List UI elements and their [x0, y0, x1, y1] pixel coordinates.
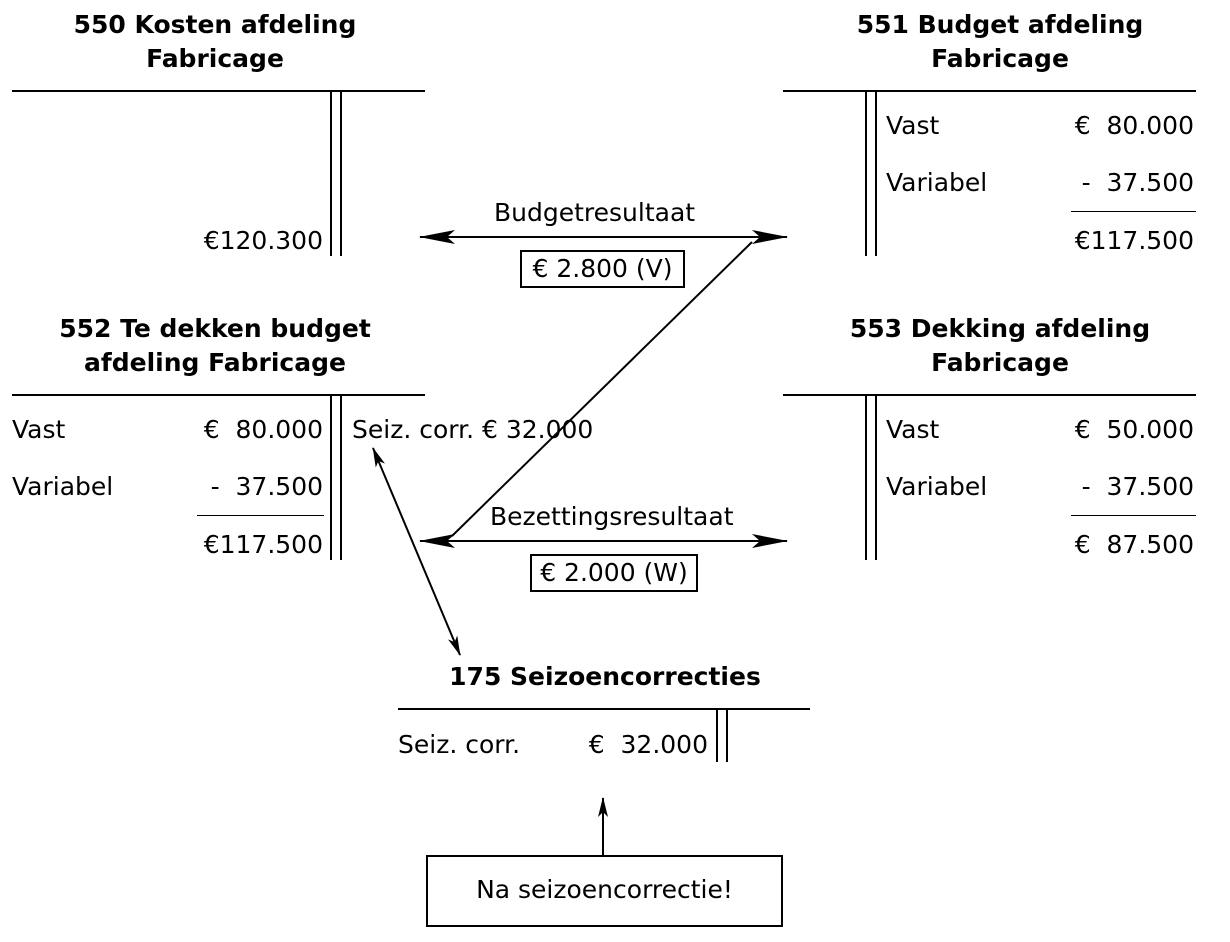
- account-175-top-rule: [398, 708, 810, 710]
- account-553-row-amount: - 37.500: [1081, 472, 1194, 501]
- account-550-title-line1: 550 Kosten afdeling: [73, 10, 357, 39]
- account-551-row-label: Variabel: [886, 168, 988, 197]
- account-551-title-line2: Fabricage: [931, 44, 1069, 73]
- account-551-row-amount: - 37.500: [1081, 168, 1194, 197]
- account-552-row-label: Variabel: [12, 472, 114, 501]
- budget-result-value: € 2.800 (V): [520, 250, 685, 288]
- account-551-row-label: Vast: [886, 111, 940, 140]
- account-551-divider-b: [875, 90, 877, 256]
- account-550-title-line2: Fabricage: [146, 44, 284, 73]
- account-552-divider-b: [340, 394, 342, 560]
- account-553-sum-rule: [1071, 515, 1196, 516]
- account-552-row-amount: € 80.000: [203, 415, 323, 444]
- account-552-title-line1: 552 Te dekken budget: [59, 314, 371, 343]
- account-552-total: €117.500: [203, 530, 323, 559]
- budget-result-label: Budgetresultaat: [494, 198, 696, 227]
- account-552-title-line2: afdeling Fabricage: [84, 348, 346, 377]
- account-551-total: €117.500: [1074, 226, 1194, 255]
- occupancy-result-label: Bezettingsresultaat: [490, 502, 734, 531]
- diagonal-connector: [451, 241, 753, 537]
- account-175-divider-b: [726, 708, 728, 762]
- account-551-sum-rule: [1071, 211, 1196, 212]
- note-box: Na seizoencorrectie!: [426, 855, 783, 927]
- account-552-divider-a: [330, 394, 332, 560]
- account-551-top-rule: [783, 90, 1196, 92]
- account-552-right-entry: Seiz. corr. € 32.000: [352, 415, 594, 444]
- account-551-row-amount: € 80.000: [1074, 111, 1194, 140]
- account-175-title: 175 Seizoencorrecties: [449, 662, 761, 691]
- occupancy-result-value: € 2.000 (W): [530, 554, 698, 592]
- account-553-total: € 87.500: [1074, 530, 1194, 559]
- account-553-row-label: Variabel: [886, 472, 988, 501]
- account-553-row-label: Vast: [886, 415, 940, 444]
- account-553-row-amount: € 50.000: [1074, 415, 1194, 444]
- account-551-divider-a: [865, 90, 867, 256]
- account-550-credit-amount: €120.300: [203, 226, 323, 255]
- account-550-divider-b: [340, 90, 342, 256]
- account-551-title-line1: 551 Budget afdeling: [856, 10, 1144, 39]
- account-175-amount: € 32.000: [588, 730, 708, 759]
- account-550-top-rule: [12, 90, 425, 92]
- season-correction-arrow: [372, 447, 461, 656]
- account-175-divider-a: [716, 708, 718, 762]
- account-553-divider-b: [875, 394, 877, 560]
- account-550-divider-a: [330, 90, 332, 256]
- account-552-row-label: Vast: [12, 415, 66, 444]
- account-175-label: Seiz. corr.: [398, 730, 521, 759]
- account-553-top-rule: [783, 394, 1196, 396]
- account-553-title-line2: Fabricage: [931, 348, 1069, 377]
- account-553-title-line1: 553 Dekking afdeling: [849, 314, 1151, 343]
- account-552-sum-rule: [197, 515, 324, 516]
- account-553-divider-a: [865, 394, 867, 560]
- account-552-row-amount: - 37.500: [210, 472, 323, 501]
- account-552-top-rule: [12, 394, 425, 396]
